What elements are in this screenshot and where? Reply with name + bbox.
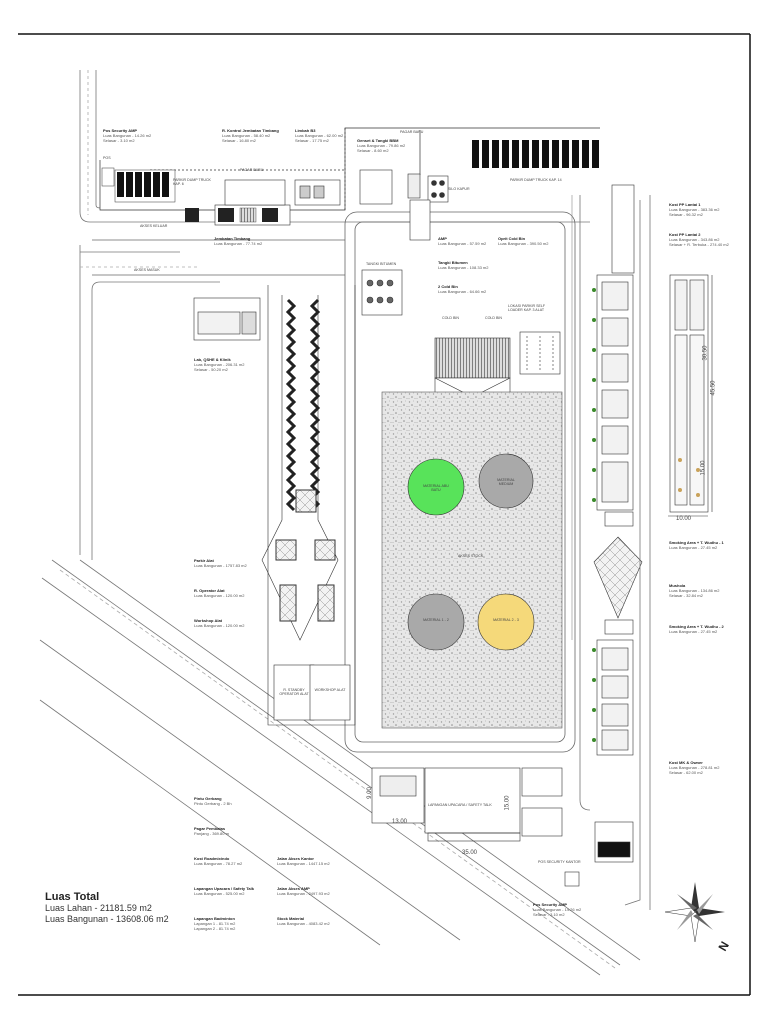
outer-road-left [79, 70, 590, 560]
luas-total-title: Luas Total [45, 891, 100, 903]
material-1-2-pile [407, 593, 465, 651]
dim-30-50: 30.50 [702, 345, 709, 361]
parkir-alat-zone [261, 285, 356, 726]
top-walls [99, 127, 600, 211]
text-pagar-baru-1: PAGAR BARU [400, 130, 424, 134]
north-arrow-icon: N [664, 882, 732, 954]
text-lapangan-upacara: LAPANGAN UPACARA / SAFETY TALK [428, 803, 492, 807]
text-lokasi-parkir: LOKASI PARKIR SELF LOADER KAP. 3 ALAT [508, 304, 546, 312]
material-medium-pile [478, 453, 534, 509]
equipment-rows [275, 298, 336, 622]
text-akses-keluar: AKSES KELUAR [140, 224, 168, 228]
luas-total-box: Luas Total Luas Lahan - 21181.59 m2 Luas… [45, 891, 169, 925]
text-cold-bin-1: COLD BIN [442, 316, 459, 320]
text-material-1-2: MATERIAL 1 - 2 [423, 618, 449, 622]
text-cold-bin-2: COLD BIN [485, 316, 502, 320]
amp-yard-road [92, 211, 576, 753]
right-buildings-column [564, 184, 643, 887]
limbah-genset [294, 169, 449, 206]
dim-15-00b: 15.00 [700, 460, 707, 476]
dim-15-00: 15.00 [504, 795, 511, 811]
text-akses-masuk: AKSES MASUK [134, 268, 160, 272]
dim-13-00: 13.00 [392, 819, 408, 825]
text-akses-stock: AKSES STOCK [458, 554, 484, 558]
text-pagar-baru-2: PAGAR BARU [240, 168, 264, 172]
text-parkir-dump-14: PARKIR DUMP TRUCK KAP. 14 [510, 178, 562, 182]
text-material-medium: MATERIAL MEDIUM [497, 478, 515, 486]
material-abu-batu-pile [407, 458, 465, 516]
text-workshop-alat: WORKSHOP ALAT [314, 688, 346, 692]
text-silo-kapur: SILO KAPUR [448, 187, 470, 191]
dim-9-00: 9.00 [366, 787, 373, 799]
kost-pp-furniture [678, 458, 700, 497]
dump-truck-parking-right [472, 140, 599, 168]
text-material-abu-batu: MATERIAL ABU BATU [423, 484, 449, 492]
luas-bangunan: Luas Bangunan - 13608.06 m2 [45, 914, 169, 924]
dim-45-50: 45.50 [710, 380, 717, 396]
lapangan-area [371, 767, 563, 842]
text-pos: POS [103, 156, 111, 160]
dim-10-00: 10.00 [676, 516, 692, 522]
text-material-2-3: MATERIAL 2 - 3 [493, 618, 519, 622]
trees [592, 288, 596, 742]
dump-truck-parking-left [101, 167, 176, 203]
material-2-3-pile [477, 593, 535, 651]
right-road [579, 195, 651, 910]
lab-building [193, 297, 261, 341]
dim-35-00: 35.00 [462, 850, 478, 856]
text-tangki-bitumen: TANGKI BITUMEN [366, 262, 397, 266]
diagonal-road [39, 559, 641, 976]
luas-lahan: Luas Lahan - 21181.59 m2 [45, 903, 152, 913]
text-pos-security-kantor: POS SECURITY KANTOR [538, 860, 581, 864]
kost-pp-detail-plan [668, 274, 713, 517]
text-parkir-dump-6: PARKIR DUMP TRUCK KAP. 6 [173, 178, 211, 186]
text-r-standby: R. STANDBY OPERATOR ALAT [279, 688, 309, 696]
stockpile-area [381, 391, 563, 729]
svg-text:N: N [715, 939, 731, 954]
jembatan-timbang [185, 179, 291, 226]
